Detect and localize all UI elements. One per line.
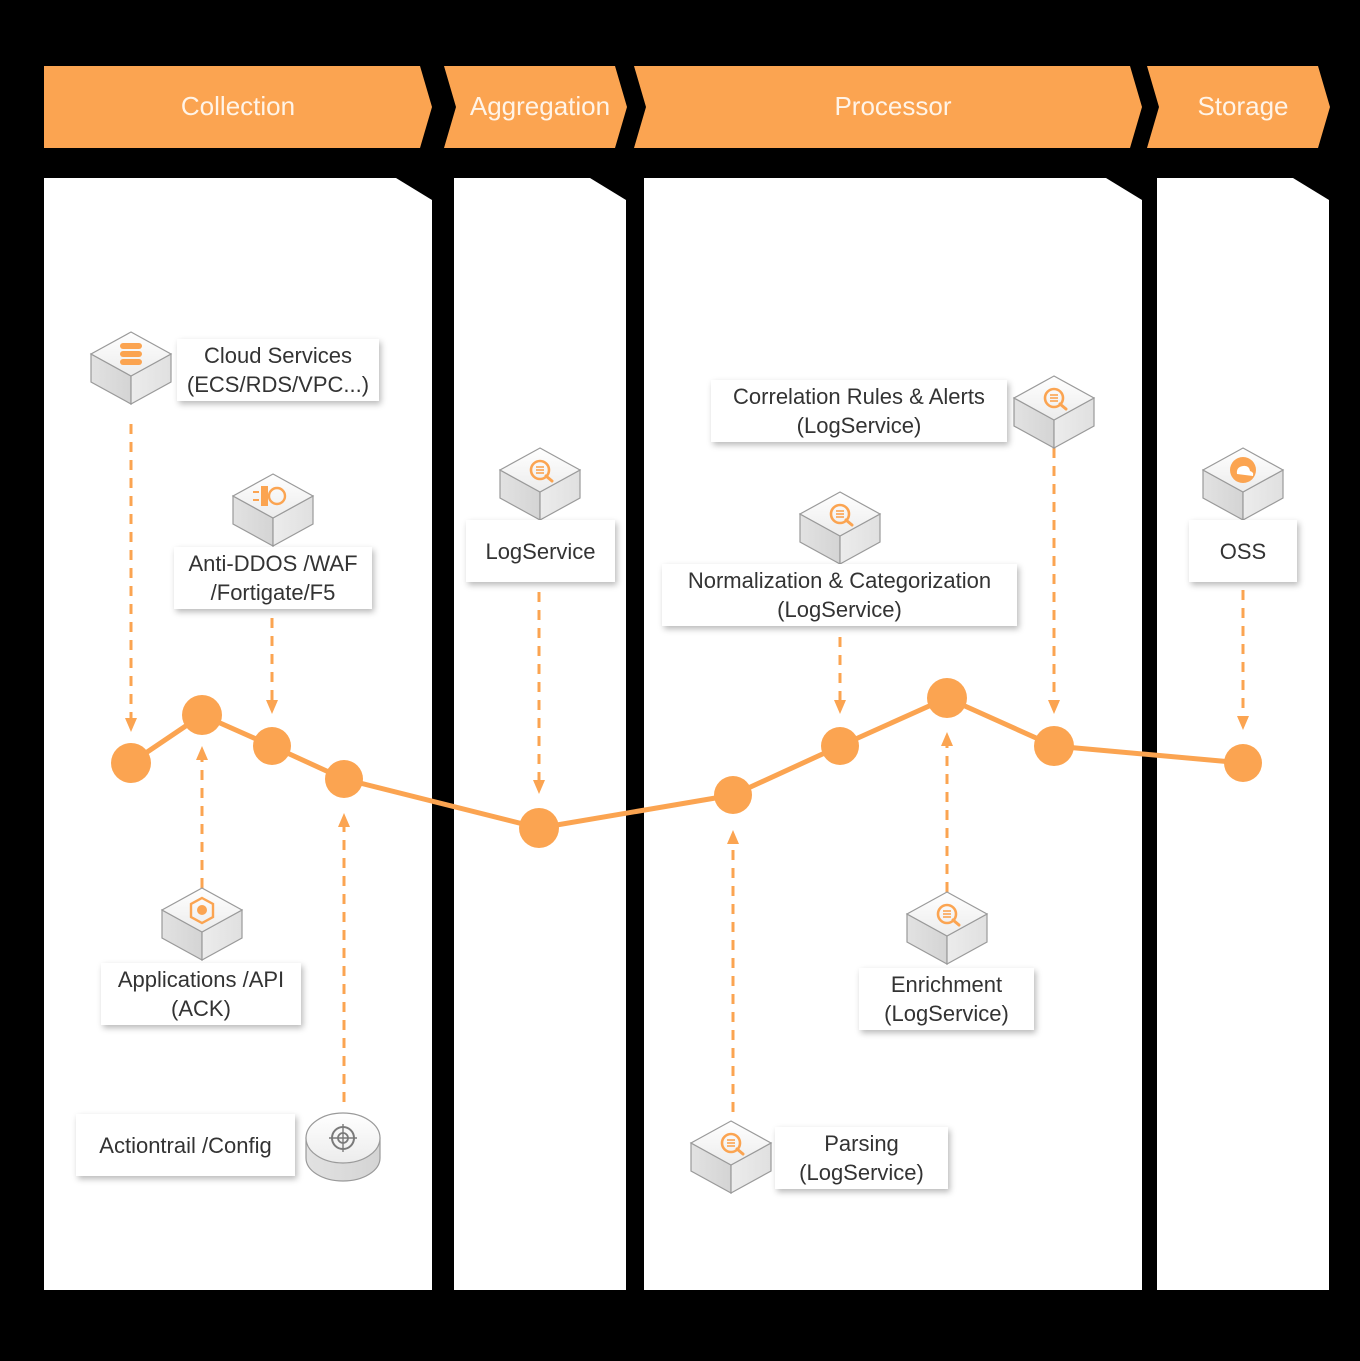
- panel-aggregation: [454, 178, 626, 1290]
- connector-arrowheads: [125, 700, 1249, 844]
- logservice-icon: [798, 491, 882, 566]
- label-line: OSS: [1219, 538, 1267, 564]
- arrowhead: [1048, 700, 1060, 714]
- arrowhead: [266, 700, 278, 714]
- node-label-anti-ddos: Anti-DDOS /WAF /Fortigate/F5: [174, 547, 372, 609]
- panel-storage: [1157, 178, 1329, 1290]
- stage-title-storage: Storage: [1197, 91, 1288, 121]
- label-line: Applications /API: [117, 967, 285, 992]
- stage-header-collection: [44, 66, 432, 148]
- arrowhead: [727, 830, 739, 844]
- logservice-icon: [905, 891, 989, 966]
- logservice-icon: [689, 1120, 773, 1195]
- label-line: /Fortigate/F5: [210, 580, 336, 605]
- arrowhead: [338, 813, 350, 827]
- pipeline-line: [129, 695, 1244, 831]
- label-line: Parsing: [824, 1131, 899, 1156]
- node-label-correlation: Correlation Rules & Alerts (LogService): [711, 380, 1007, 442]
- pipeline-point: [182, 695, 222, 735]
- database-icon: [89, 331, 173, 406]
- stage-header-aggregation: [444, 66, 627, 148]
- label-line: (LogService): [796, 413, 922, 438]
- label-line: (LogService): [799, 1160, 924, 1185]
- arrowhead: [941, 732, 953, 746]
- firewall-icon: [231, 473, 315, 548]
- arrowhead: [533, 780, 545, 794]
- container-icon: [160, 887, 244, 962]
- pipeline-point: [821, 727, 859, 765]
- label-line: Cloud Services: [204, 343, 352, 368]
- stage-header-processor: [634, 66, 1142, 148]
- label-line: Correlation Rules & Alerts: [733, 384, 985, 409]
- logservice-icon: [1012, 375, 1096, 450]
- label-line: (ECS/RDS/VPC...): [186, 372, 370, 397]
- pipeline-point: [111, 743, 151, 783]
- stage-headers: Collection Aggregation Processor Storage: [44, 66, 1330, 148]
- node-label-applications: Applications /API (ACK): [101, 963, 301, 1025]
- label-line: (LogService): [884, 1001, 1009, 1026]
- target-icon: [305, 1112, 381, 1182]
- stage-header-storage: [1147, 66, 1330, 148]
- pipeline-point: [927, 678, 967, 718]
- logservice-icon: [498, 447, 582, 522]
- stage-title-processor: Processor: [834, 91, 951, 121]
- label-line: Anti-DDOS /WAF: [188, 551, 358, 576]
- arrowhead: [1237, 716, 1249, 730]
- pipeline-point: [325, 760, 363, 798]
- pipeline-point: [519, 808, 559, 848]
- stage-title-aggregation: Aggregation: [470, 91, 610, 121]
- arrowhead: [196, 746, 208, 760]
- label-line: (LogService): [777, 597, 902, 622]
- node-label-cloud-services: Cloud Services (ECS/RDS/VPC...): [177, 339, 379, 401]
- node-label-oss: OSS: [1189, 520, 1297, 582]
- pipeline-point: [1224, 744, 1262, 782]
- dashed-connectors: [129, 424, 1245, 1112]
- label-line: LogService: [485, 538, 596, 564]
- label-line: (ACK): [171, 996, 231, 1021]
- label-line: Normalization & Categorization: [687, 568, 992, 593]
- pipeline-point: [253, 727, 291, 765]
- label-line: Enrichment: [890, 972, 1003, 997]
- pipeline-point: [714, 776, 752, 814]
- stage-title-collection: Collection: [181, 91, 295, 121]
- oss-cloud-icon: [1201, 447, 1285, 522]
- node-icons: [89, 331, 1285, 1195]
- node-label-logservice: LogService: [466, 520, 615, 582]
- pipeline-points: [111, 678, 1262, 848]
- node-label-actiontrail: Actiontrail /Config: [76, 1114, 295, 1176]
- arrowhead: [125, 718, 137, 732]
- arrowhead: [834, 700, 846, 714]
- label-line: Actiontrail /Config: [99, 1132, 272, 1158]
- node-label-parsing: Parsing (LogService): [775, 1127, 948, 1189]
- node-label-enrichment: Enrichment (LogService): [859, 968, 1034, 1030]
- node-label-normalization: Normalization & Categorization (LogServi…: [662, 564, 1017, 626]
- pipeline-point: [1034, 726, 1074, 766]
